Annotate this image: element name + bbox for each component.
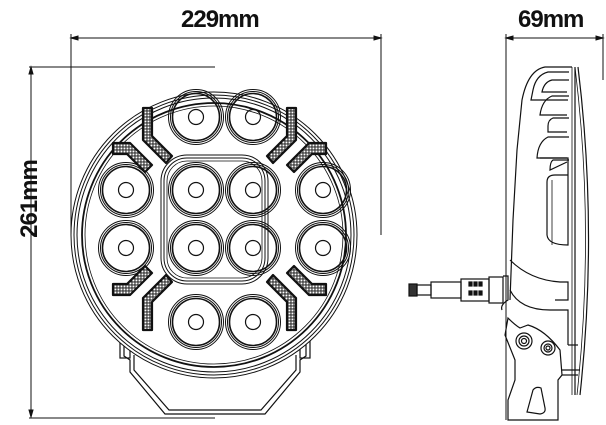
bolt-icon	[515, 332, 533, 350]
front-view	[70, 88, 358, 415]
side-view	[408, 66, 590, 421]
side-lens-face	[577, 66, 590, 396]
center-frame	[160, 154, 269, 285]
heatsink-fins	[509, 66, 572, 301]
bolt-icon	[540, 340, 556, 356]
position-lights	[111, 106, 328, 332]
cable-connector	[408, 275, 509, 311]
height-dimension-line	[28, 65, 215, 419]
width-dimension-label: 229mm	[181, 6, 260, 33]
depth-dimension-label: 69mm	[518, 6, 584, 33]
depth-dimension-line	[504, 34, 605, 420]
side-mounting-bracket	[504, 316, 563, 421]
